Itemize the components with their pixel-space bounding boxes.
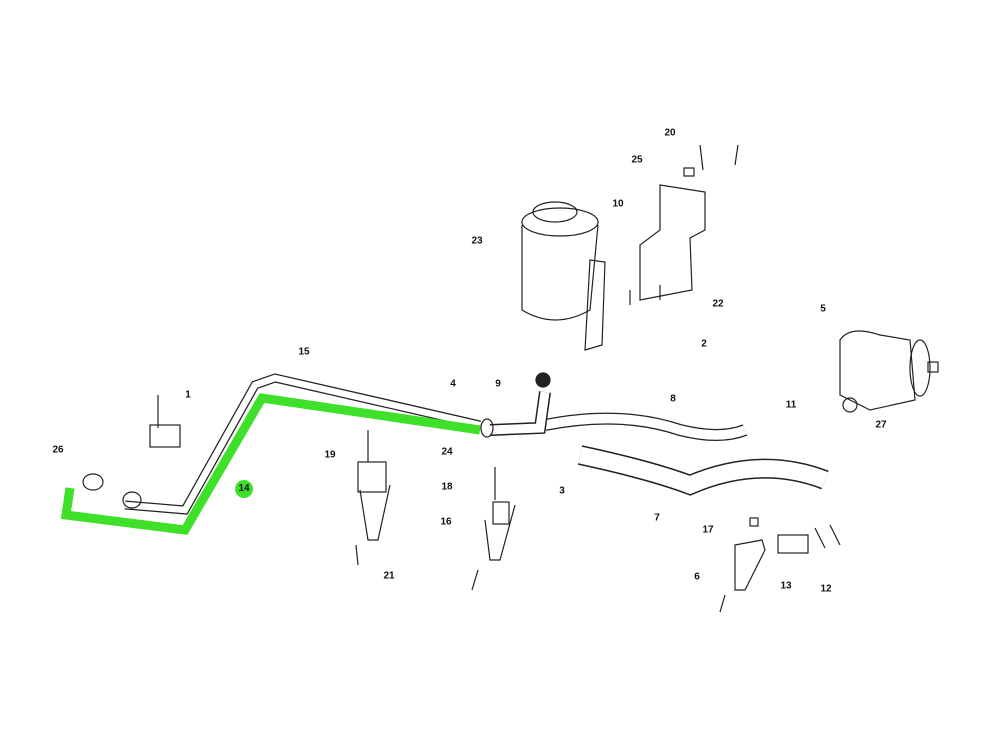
hose-8[interactable] <box>543 412 748 441</box>
fitting-26[interactable] <box>82 473 142 509</box>
pipe-9[interactable] <box>480 372 551 438</box>
part-label-22[interactable]: 22 <box>712 298 724 310</box>
part-label-1[interactable]: 1 <box>185 389 191 401</box>
reservoir-23[interactable] <box>521 201 606 351</box>
part-label-2[interactable]: 2 <box>701 338 707 350</box>
hose-7[interactable] <box>577 445 829 496</box>
part-label-16[interactable]: 16 <box>440 516 452 528</box>
pipe-14-highlighted[interactable] <box>60 393 481 535</box>
part-label-8[interactable]: 8 <box>670 393 676 405</box>
part-label-4[interactable]: 4 <box>450 378 456 390</box>
clamp-1[interactable] <box>149 395 181 448</box>
bracket-10[interactable] <box>639 184 706 301</box>
part-label-5[interactable]: 5 <box>820 303 826 315</box>
bracket-6[interactable] <box>719 517 766 613</box>
bracket-16[interactable] <box>471 467 516 591</box>
clamp-13-12[interactable] <box>777 524 841 554</box>
part-label-27[interactable]: 27 <box>875 419 887 431</box>
bolts <box>629 144 739 305</box>
part-label-26[interactable]: 26 <box>52 444 64 456</box>
part-label-21[interactable]: 21 <box>383 570 395 582</box>
part-label-9[interactable]: 9 <box>495 378 501 390</box>
part-label-24[interactable]: 24 <box>441 446 453 458</box>
part-label-25[interactable]: 25 <box>631 154 643 166</box>
pipe-15[interactable] <box>124 373 482 515</box>
bracket-19[interactable] <box>355 430 391 566</box>
part-label-10[interactable]: 10 <box>612 198 624 210</box>
part-label-11[interactable]: 11 <box>785 399 797 411</box>
part-label-20[interactable]: 20 <box>664 127 676 139</box>
part-label-18[interactable]: 18 <box>441 481 453 493</box>
part-label-19[interactable]: 19 <box>324 449 336 461</box>
part-label-23[interactable]: 23 <box>471 235 483 247</box>
part-label-3[interactable]: 3 <box>559 485 565 497</box>
part-label-12[interactable]: 12 <box>820 583 832 595</box>
part-label-14-selected[interactable]: 14 <box>235 480 253 498</box>
pump-5[interactable] <box>839 330 939 413</box>
part-label-17[interactable]: 17 <box>702 524 714 536</box>
part-label-6[interactable]: 6 <box>694 571 700 583</box>
part-label-13[interactable]: 13 <box>780 580 792 592</box>
part-label-7[interactable]: 7 <box>654 512 660 524</box>
part-label-15[interactable]: 15 <box>298 346 310 358</box>
